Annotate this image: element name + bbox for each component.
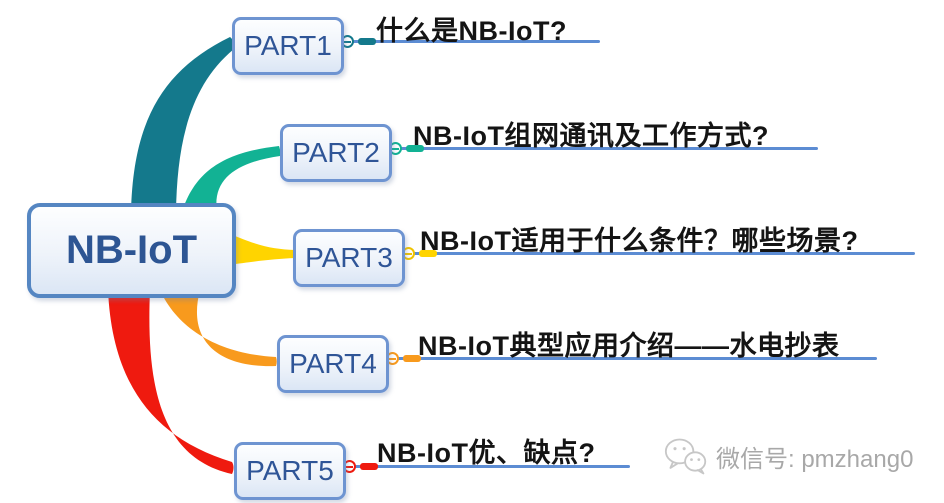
branch-stub-part3	[419, 250, 437, 257]
part3-node[interactable]: PART3	[293, 229, 405, 287]
part2-node[interactable]: PART2	[280, 124, 392, 182]
topic-underline-part3	[407, 252, 915, 255]
collapse-handle-part4[interactable]	[386, 352, 399, 365]
branch-path-part4	[160, 290, 277, 367]
topic-underline-part2	[394, 147, 818, 150]
central-topic-node[interactable]: NB-IoT	[27, 203, 236, 298]
part1-node[interactable]: PART1	[232, 17, 344, 75]
watermark: 微信号: pmzhang0	[664, 436, 913, 476]
part5-node[interactable]: PART5	[234, 442, 346, 500]
topic-underline-part5	[348, 465, 630, 468]
topic-underline-part4	[391, 357, 877, 360]
branch-path-part2	[182, 146, 281, 212]
branch-path-part3	[228, 233, 295, 265]
subtopic-text-part5[interactable]: NB-IoT优、缺点?	[377, 438, 596, 468]
minus-icon	[392, 147, 399, 150]
subtopic-text-part3[interactable]: NB-IoT适用于什么条件？哪些场景?	[420, 226, 859, 256]
watermark-text: 微信号: pmzhang0	[716, 445, 914, 473]
branch-path-part5	[108, 290, 234, 474]
subtopic-text-part2[interactable]: NB-IoT组网通讯及工作方式?	[413, 121, 769, 151]
branch-stub-part1	[358, 38, 376, 45]
subtopic-text-part1[interactable]: 什么是NB-IoT?	[376, 16, 567, 46]
branch-stub-part2	[406, 145, 424, 152]
part4-node[interactable]: PART4	[277, 335, 389, 393]
minus-icon	[405, 252, 412, 255]
topic-underline-part1	[346, 40, 600, 43]
minus-icon	[344, 40, 351, 43]
minus-icon	[389, 357, 396, 360]
wechat-icon	[664, 438, 707, 475]
branch-stub-part5	[360, 463, 378, 470]
branch-stub-part4	[403, 355, 421, 362]
minus-icon	[346, 465, 353, 468]
subtopic-text-part4[interactable]: NB-IoT典型应用介绍——水电抄表	[418, 331, 840, 361]
branch-path-part1	[131, 37, 235, 213]
